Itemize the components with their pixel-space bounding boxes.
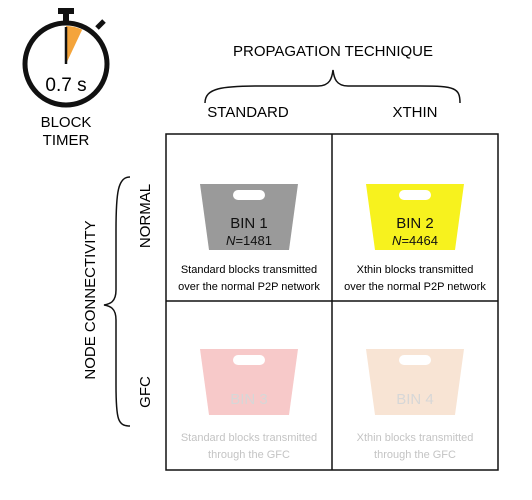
propagation-title: PROPAGATION TECHNIQUE bbox=[233, 43, 433, 60]
bin-2-count: N=4464 bbox=[392, 233, 438, 248]
timer-value: 0.7 s bbox=[45, 75, 86, 96]
bin-4-shape bbox=[366, 349, 464, 415]
timer-label-line2: TIMER bbox=[43, 132, 90, 149]
bin-4-label: BIN 4 bbox=[396, 391, 434, 408]
bin-3-caption-line1: Standard blocks transmitted bbox=[181, 432, 317, 444]
bin-3-caption-line2: through the GFC bbox=[208, 449, 290, 461]
connectivity-brace bbox=[103, 176, 131, 427]
bin-4: BIN 4 Xthin blocks transmitted through t… bbox=[357, 349, 474, 461]
bin-2-caption-line1: Xthin blocks transmitted bbox=[357, 264, 474, 276]
row-label-normal: NORMAL bbox=[137, 184, 154, 248]
stopwatch-icon bbox=[22, 8, 110, 108]
connectivity-title: NODE CONNECTIVITY bbox=[82, 220, 99, 379]
bin-2-label: BIN 2 bbox=[396, 215, 434, 232]
column-label-standard: STANDARD bbox=[207, 104, 289, 121]
bin-4-caption-line2: through the GFC bbox=[374, 449, 456, 461]
bin-2-caption-line2: over the normal P2P network bbox=[344, 281, 486, 293]
bin-4-caption-line1: Xthin blocks transmitted bbox=[357, 432, 474, 444]
bin-1: BIN 1 N=1481 Standard blocks transmitted… bbox=[178, 184, 320, 293]
bin-1-caption-line1: Standard blocks transmitted bbox=[181, 264, 317, 276]
row-label-gfc: GFC bbox=[137, 376, 154, 408]
bin-3-shape bbox=[200, 349, 298, 415]
bin-1-label: BIN 1 bbox=[230, 215, 268, 232]
bin-3-label: BIN 3 bbox=[230, 391, 268, 408]
column-label-xthin: XTHIN bbox=[393, 104, 438, 121]
propagation-brace bbox=[204, 69, 461, 104]
bin-1-shape bbox=[200, 184, 298, 250]
bin-2: BIN 2 N=4464 Xthin blocks transmitted ov… bbox=[344, 184, 486, 293]
bin-3: BIN 3 Standard blocks transmitted throug… bbox=[181, 349, 317, 461]
bin-1-count: N=1481 bbox=[226, 233, 272, 248]
bin-2-shape bbox=[366, 184, 464, 250]
timer-elapsed-wedge bbox=[66, 26, 83, 64]
bin-grid bbox=[165, 133, 499, 471]
bin-1-caption-line2: over the normal P2P network bbox=[178, 281, 320, 293]
timer-label-line1: BLOCK bbox=[41, 114, 92, 131]
